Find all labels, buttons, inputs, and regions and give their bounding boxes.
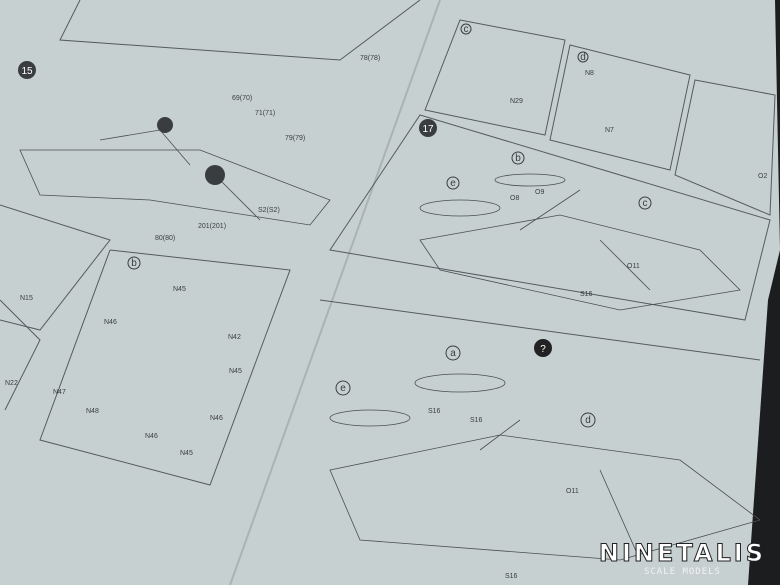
panel-left-a <box>0 204 111 331</box>
part-label: S2(S2) <box>258 207 280 214</box>
part-label: O2 <box>758 173 767 180</box>
callout-b-left: b <box>131 258 137 269</box>
watermark-logo: NINETALIS SCALE MODELS <box>598 539 766 578</box>
panel-step17 <box>329 114 771 321</box>
watermark-subtitle: SCALE MODELS <box>643 567 721 577</box>
part-label: N48 <box>86 408 99 415</box>
part-label: 201(201) <box>198 223 226 230</box>
panel-left-b <box>39 249 291 486</box>
aircraft-drawing-bottom <box>329 419 761 561</box>
part-label: N7 <box>605 127 614 134</box>
part-label: O11 <box>627 263 640 270</box>
page-fold <box>229 0 441 585</box>
part-label: N47 <box>53 389 66 396</box>
part-label: S16 <box>580 291 593 298</box>
part-label: S16 <box>470 417 483 424</box>
part-label: N22 <box>5 380 18 387</box>
part-label: O8 <box>510 195 519 202</box>
part-label: N46 <box>104 319 117 326</box>
missile-drawing <box>414 373 506 393</box>
part-label: N46 <box>145 433 158 440</box>
part-label: N45 <box>173 286 186 293</box>
part-label: S16 <box>428 408 441 415</box>
part-label: 69(70) <box>232 95 252 102</box>
callout-c-top: c <box>464 24 469 35</box>
panel-c <box>424 19 566 136</box>
aircraft-drawing-17 <box>419 189 741 311</box>
callout-e: e <box>450 178 456 189</box>
callout-d-top: d <box>580 52 586 63</box>
part-label: 79(79) <box>285 135 305 142</box>
part-label: 71(71) <box>255 110 275 117</box>
callout-c: c <box>643 198 648 209</box>
callout-b: b <box>515 153 521 164</box>
wheel-drawing <box>157 117 173 133</box>
panel-right-box <box>674 79 776 216</box>
question-badge <box>534 339 552 357</box>
step-17-number: 17 <box>422 124 434 135</box>
part-label: N45 <box>180 450 193 457</box>
wheel-drawing <box>205 165 225 185</box>
part-label: O9 <box>535 189 544 196</box>
panel-step15 <box>59 0 421 61</box>
callout-a: a <box>450 348 456 359</box>
part-label: N46 <box>210 415 223 422</box>
divider <box>319 299 761 361</box>
part-label: N15 <box>20 295 33 302</box>
part-label: O11 <box>566 488 579 495</box>
tank-e-drawing <box>419 199 501 217</box>
question-mark: ? <box>540 344 546 355</box>
step-15-badge <box>18 61 36 79</box>
part-label: N8 <box>585 70 594 77</box>
part-label: N45 <box>229 368 242 375</box>
callout-d: d <box>585 415 591 426</box>
panel-d <box>549 44 691 171</box>
part-label: S16 <box>505 573 518 580</box>
part-label: 78(78) <box>360 55 380 62</box>
step-17-badge <box>419 119 437 137</box>
part-label: 80(80) <box>155 235 175 242</box>
callout-e-bottom: e <box>340 383 346 394</box>
missile-b-drawing <box>494 173 566 187</box>
watermark-title: NINETALIS <box>598 539 766 568</box>
part-label: N42 <box>228 334 241 341</box>
step-15-number: 15 <box>21 66 33 77</box>
panel-left-c <box>0 299 41 411</box>
fuel-tank-drawing <box>329 409 411 427</box>
part-label: N29 <box>510 98 523 105</box>
